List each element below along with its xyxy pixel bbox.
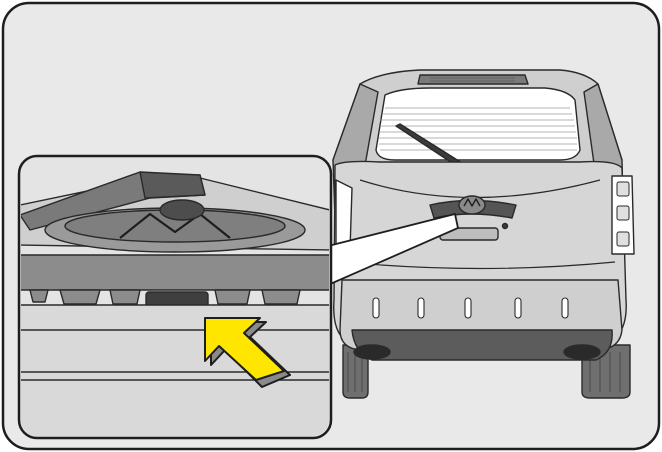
bumper-sensors <box>372 297 569 319</box>
brand-emblem-icon-large <box>159 199 205 221</box>
vehicle-rear-view <box>332 69 635 399</box>
lower-diffuser <box>351 329 613 361</box>
inset-handle-bar <box>21 254 329 291</box>
roof-spoiler <box>417 74 529 85</box>
detail-inset <box>17 154 333 440</box>
exhaust-left <box>353 344 391 360</box>
rear-window <box>375 87 581 161</box>
arrow-pointer-icon <box>204 317 291 388</box>
exhaust-right <box>563 344 601 360</box>
tail-light-left <box>335 179 353 251</box>
